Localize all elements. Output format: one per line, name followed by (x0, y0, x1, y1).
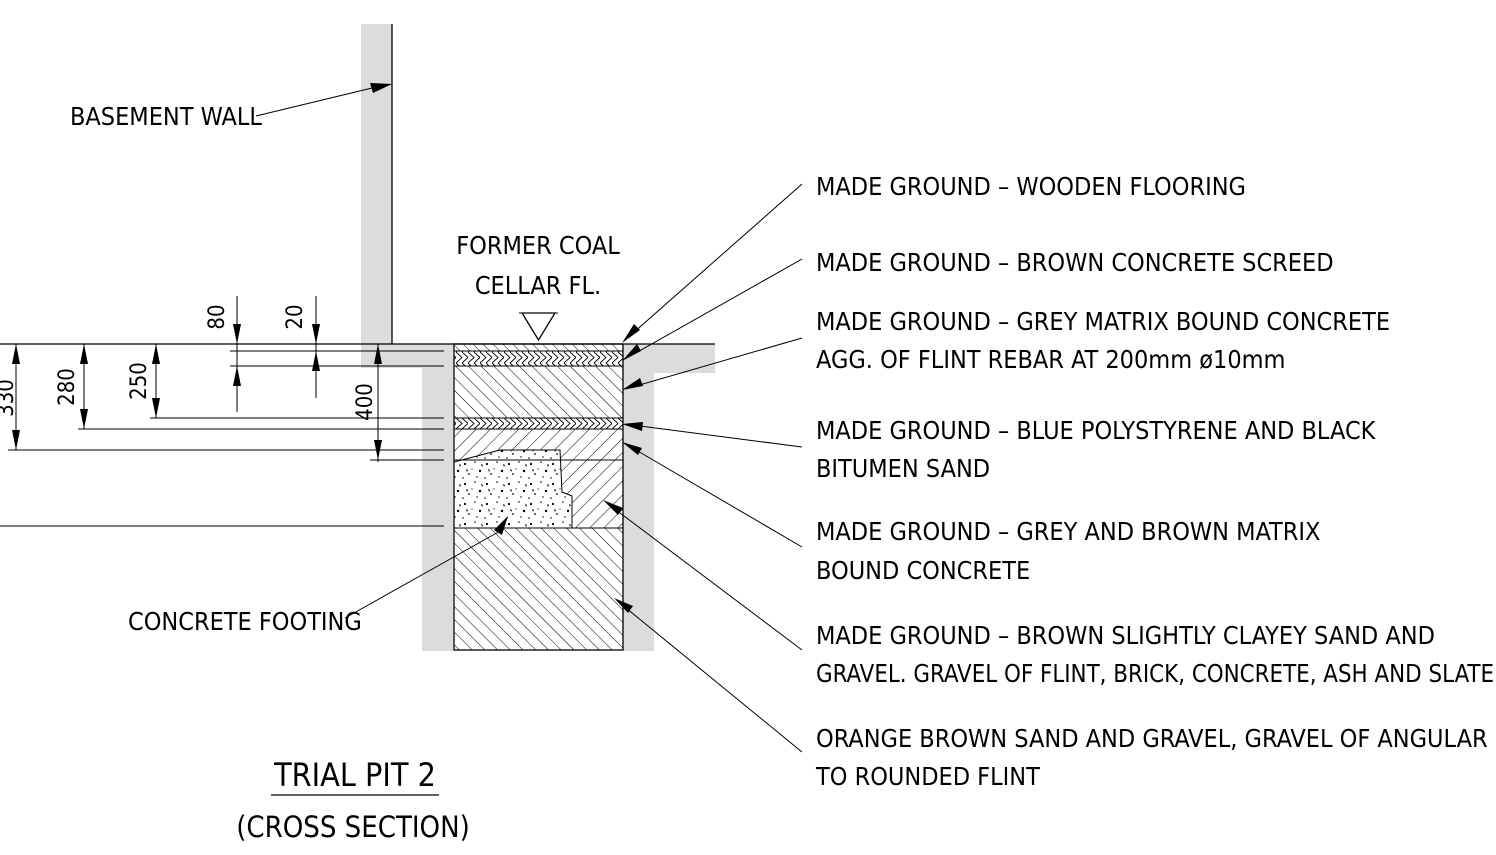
layer-6-line1: MADE GROUND – BROWN SLIGHTLY CLAYEY SAND… (816, 621, 1435, 650)
dimension-lines (12, 296, 382, 462)
level-marker-icon (520, 312, 557, 342)
drawing-title: TRIAL PIT 2 (273, 756, 436, 794)
basement-wall-leader (255, 87, 373, 117)
layer-5-line2: BOUND CONCRETE (816, 556, 1030, 585)
layer-1-line1: MADE GROUND – WOODEN FLOORING (816, 172, 1246, 201)
drawing-subtitle: (CROSS SECTION) (236, 810, 470, 844)
concrete-footing-label: CONCRETE FOOTING (128, 607, 362, 636)
dim-400: 400 (353, 383, 378, 421)
former-coal-label-2: CELLAR FL. (475, 271, 601, 300)
layer-7-line1: ORANGE BROWN SAND AND GRAVEL, GRAVEL OF … (816, 724, 1488, 753)
layer-7-line2: TO ROUNDED FLINT (815, 762, 1040, 791)
basement-wall-label: BASEMENT WALL (70, 102, 262, 131)
layer-6-line2: GRAVEL. GRAVEL OF FLINT, BRICK, CONCRETE… (816, 659, 1494, 688)
layer-4-line1: MADE GROUND – BLUE POLYSTYRENE AND BLACK (816, 416, 1377, 445)
former-coal-label-1: FORMER COAL (456, 231, 620, 260)
layer-5-line1: MADE GROUND – GREY AND BROWN MATRIX (816, 517, 1320, 546)
dim-330: 330 (0, 379, 19, 417)
layer-leaders (603, 183, 803, 753)
concrete-footing-leader (344, 529, 503, 619)
extension-lines (0, 343, 454, 527)
dim-80: 80 (205, 304, 230, 329)
dim-250: 250 (127, 362, 152, 400)
layer-descriptions: MADE GROUND – WOODEN FLOORING MADE GROUN… (815, 172, 1494, 791)
layer-2-line1: MADE GROUND – BROWN CONCRETE SCREED (816, 248, 1334, 277)
layer-3-line1: MADE GROUND – GREY MATRIX BOUND CONCRETE (816, 307, 1390, 336)
pit-layers (0, 343, 715, 651)
layer-4-line2: BITUMEN SAND (816, 454, 990, 483)
dim-280: 280 (55, 368, 80, 406)
layer-3-line2: AGG. OF FLINT REBAR AT 200mm ø10mm (816, 345, 1285, 374)
dim-20: 20 (283, 304, 308, 329)
